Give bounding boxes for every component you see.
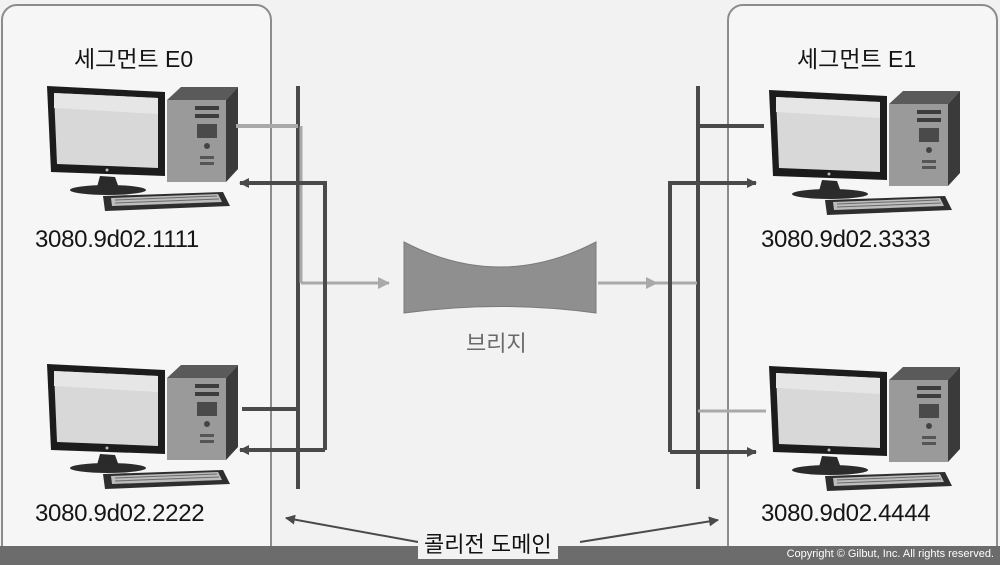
- segment-e1-title: 세그먼트 E1: [797, 46, 917, 72]
- segment-e0-title: 세그먼트 E0: [74, 46, 194, 72]
- collision-domain-label: 콜리전 도메인: [418, 527, 558, 559]
- mac-address-1111: 3080.9d02.1111: [35, 226, 199, 253]
- computer-4444-icon: [768, 365, 961, 492]
- computer-2222-icon: [46, 363, 239, 490]
- mac-address-4444: 3080.9d02.4444: [761, 500, 931, 527]
- computer-1111-icon: [46, 85, 239, 212]
- collision-arrow-left: [285, 514, 419, 543]
- computer-3333-icon: [768, 89, 961, 216]
- copyright-notice: Copyright © Gilbut, Inc. All rights rese…: [786, 548, 994, 560]
- collision-arrow-right: [579, 516, 719, 543]
- mac-address-3333: 3080.9d02.3333: [761, 226, 931, 253]
- arrow-to-1111: [239, 178, 327, 450]
- arrow-to-3333: [668, 178, 757, 452]
- bridge-label: 브리지: [466, 331, 527, 356]
- mac-address-2222: 3080.9d02.2222: [35, 500, 205, 527]
- bridge-icon: [403, 241, 597, 314]
